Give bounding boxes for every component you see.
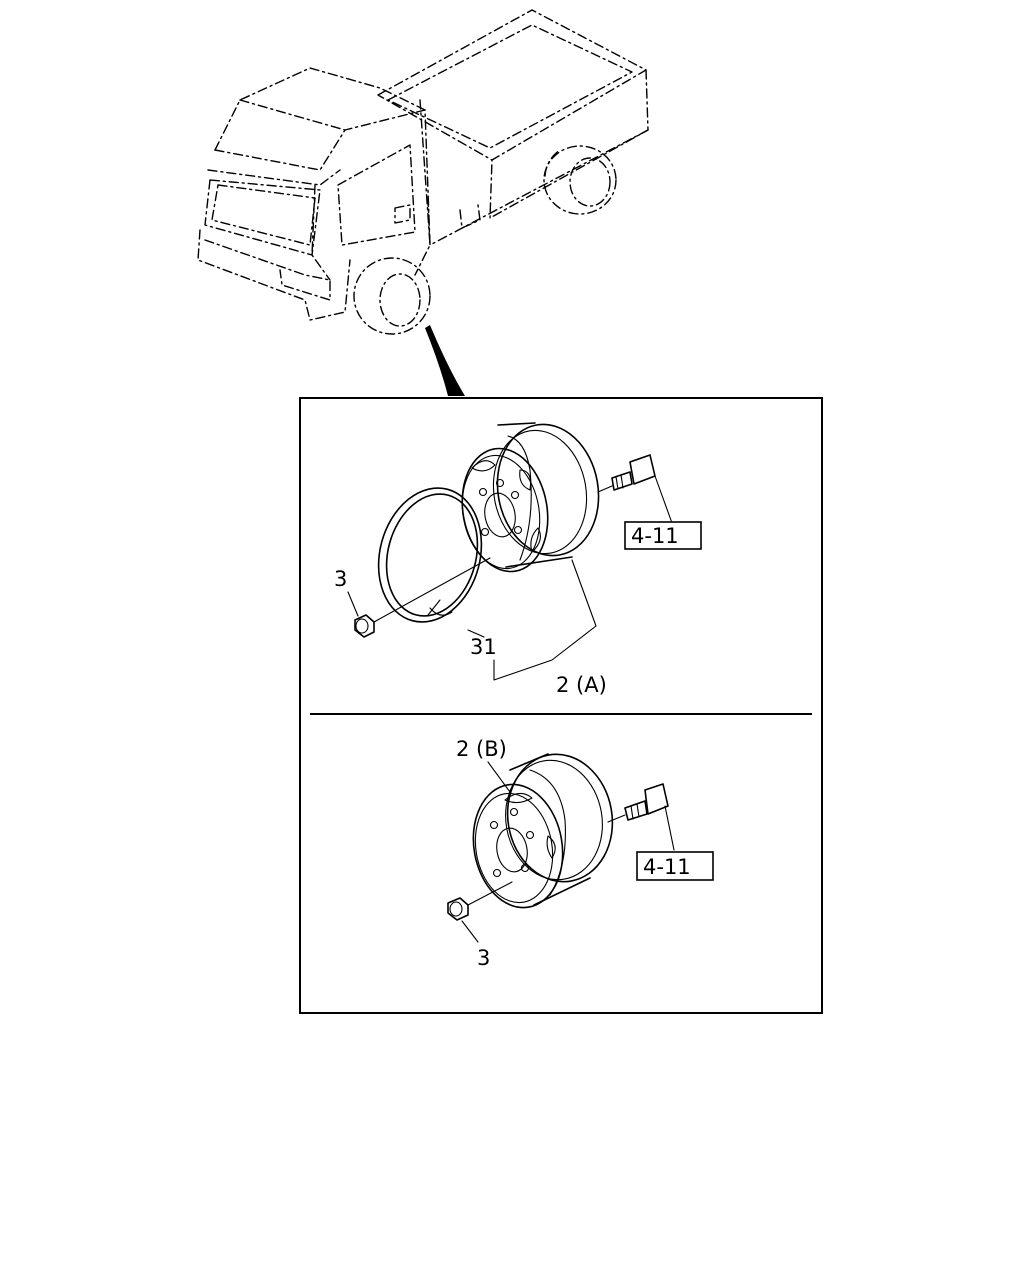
callout-wheel-a: 2 (A) xyxy=(556,673,607,697)
callout-wheel-b: 2 (B) xyxy=(456,737,507,761)
ref-box-b xyxy=(636,851,714,881)
ref-box-a xyxy=(624,521,702,550)
callout-nut-a: 3 xyxy=(334,567,347,591)
callout-ref-b: 4-11 xyxy=(643,855,691,879)
callout-nut-b: 3 xyxy=(477,946,490,970)
wheel-assembly-a xyxy=(347,422,673,681)
callout-ref-a: 4-11 xyxy=(631,524,679,548)
pointer-arrow xyxy=(425,325,465,396)
wheel-assembly-b xyxy=(447,753,675,943)
truck-illustration xyxy=(197,9,649,335)
callout-ring-a: 31 xyxy=(470,635,497,659)
detail-frame xyxy=(299,397,823,1014)
